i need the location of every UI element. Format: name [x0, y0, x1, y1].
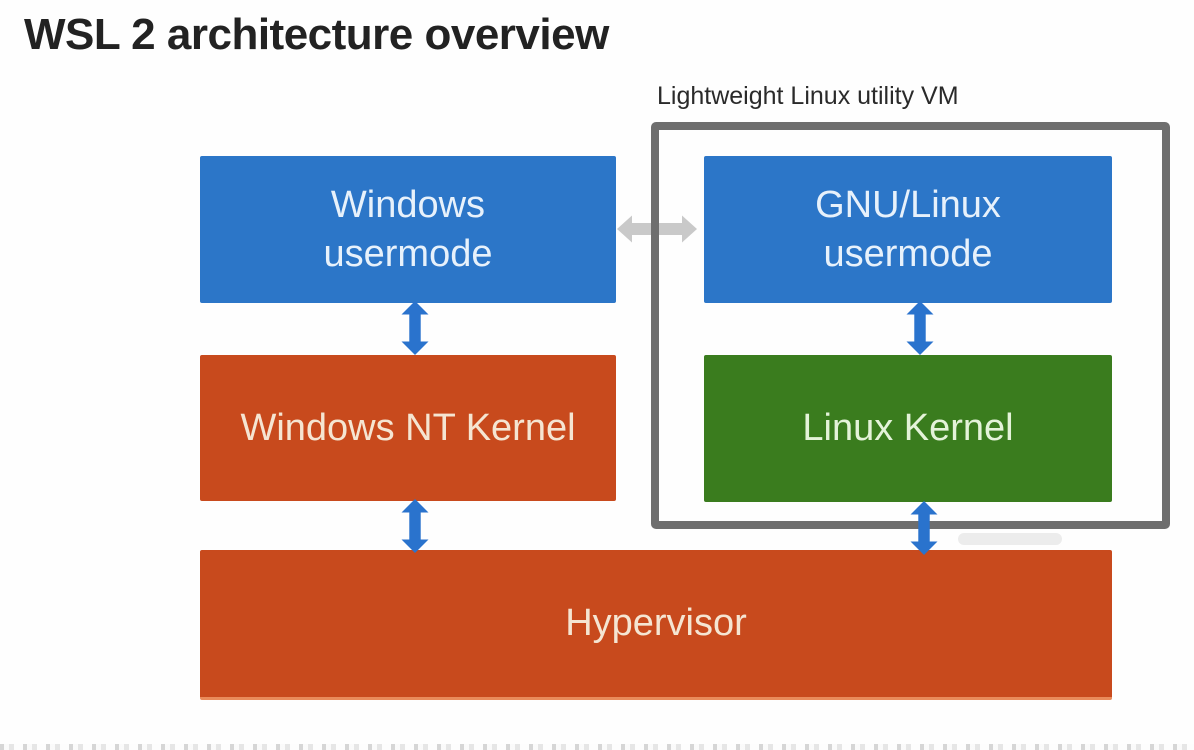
vertical-arrow-shape	[401, 499, 429, 553]
faint-artifact-mark	[958, 533, 1062, 545]
arrow-linux-kernel-to-hypervisor-icon	[909, 501, 939, 555]
box-hypervisor-label: Hypervisor	[565, 602, 747, 644]
arrow-gnu-usermode-to-linux-kernel-icon	[905, 301, 935, 355]
vm-group-outline	[651, 122, 1170, 529]
vm-group-label: Lightweight Linux utility VM	[657, 82, 959, 110]
vertical-arrow-shape	[910, 501, 938, 555]
box-windows-nt-kernel: Windows NT Kernel	[200, 355, 616, 501]
box-hypervisor: Hypervisor	[200, 550, 1112, 700]
bottom-edge-artifact-strip	[0, 744, 1194, 750]
arrow-nt-kernel-to-hypervisor-icon	[400, 499, 430, 553]
arrow-windows-usermode-to-nt-kernel-icon	[400, 301, 430, 355]
box-linux-kernel: Linux Kernel	[704, 355, 1112, 502]
vertical-arrow-shape	[906, 301, 934, 355]
vertical-arrow-shape	[401, 301, 429, 355]
box-gnu-linux-usermode: GNU/Linux usermode	[704, 156, 1112, 303]
diagram-title: WSL 2 architecture overview	[24, 10, 609, 59]
box-windows-usermode: Windows usermode	[200, 156, 616, 303]
box-linux-kernel-label: Linux Kernel	[802, 407, 1014, 449]
box-windows-usermode-label: Windows usermode	[323, 183, 493, 275]
box-windows-nt-kernel-label: Windows NT Kernel	[240, 406, 576, 449]
box-gnu-linux-usermode-label: GNU/Linux usermode	[815, 183, 1001, 275]
